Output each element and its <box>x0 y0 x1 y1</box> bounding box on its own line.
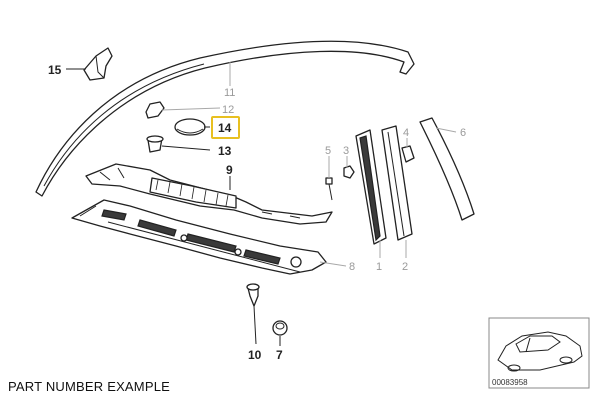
caption: PART NUMBER EXAMPLE <box>8 379 171 394</box>
lower-cowl-panel <box>71 199 327 275</box>
callout-3: 3 <box>343 145 349 157</box>
callout-10: 10 <box>248 348 262 362</box>
callout-8: 8 <box>349 261 355 273</box>
callout-13: 13 <box>218 144 232 158</box>
bracket-part-4 <box>401 145 415 163</box>
screw-part-5 <box>325 177 333 201</box>
grommet-part-7 <box>272 320 288 336</box>
clip-part-10 <box>246 283 260 307</box>
callout-2: 2 <box>402 261 408 273</box>
nut-part-3 <box>343 165 355 179</box>
diagram-id: 00083958 <box>492 378 528 387</box>
callout-12: 12 <box>222 104 234 116</box>
car-outline-icon <box>497 331 583 372</box>
callout-9: 9 <box>226 163 233 177</box>
callout-6: 6 <box>460 127 466 139</box>
callout-7: 7 <box>276 348 283 362</box>
small-clip-part <box>145 101 165 119</box>
callout-14: 14 <box>218 121 232 135</box>
pillar-trim-part-1 <box>355 129 387 245</box>
grommet-cap-part <box>174 118 206 136</box>
callout-14-highlight-box <box>211 116 240 139</box>
upper-cowl-cover <box>85 163 333 225</box>
callout-11: 11 <box>224 87 235 99</box>
corner-clip-part <box>83 47 113 81</box>
callout-1: 1 <box>376 261 382 273</box>
leader-lines <box>66 62 457 346</box>
callout-4: 4 <box>403 127 409 139</box>
roof-rail-moulding <box>35 40 415 197</box>
callout-15: 15 <box>48 63 62 77</box>
pillar-cover-part-6 <box>419 117 475 221</box>
vehicle-locator-thumbnail: 00083958 <box>488 317 590 389</box>
expansion-rivet-part <box>146 135 164 153</box>
pillar-trim-part-2 <box>381 125 413 241</box>
callout-5: 5 <box>325 145 331 157</box>
